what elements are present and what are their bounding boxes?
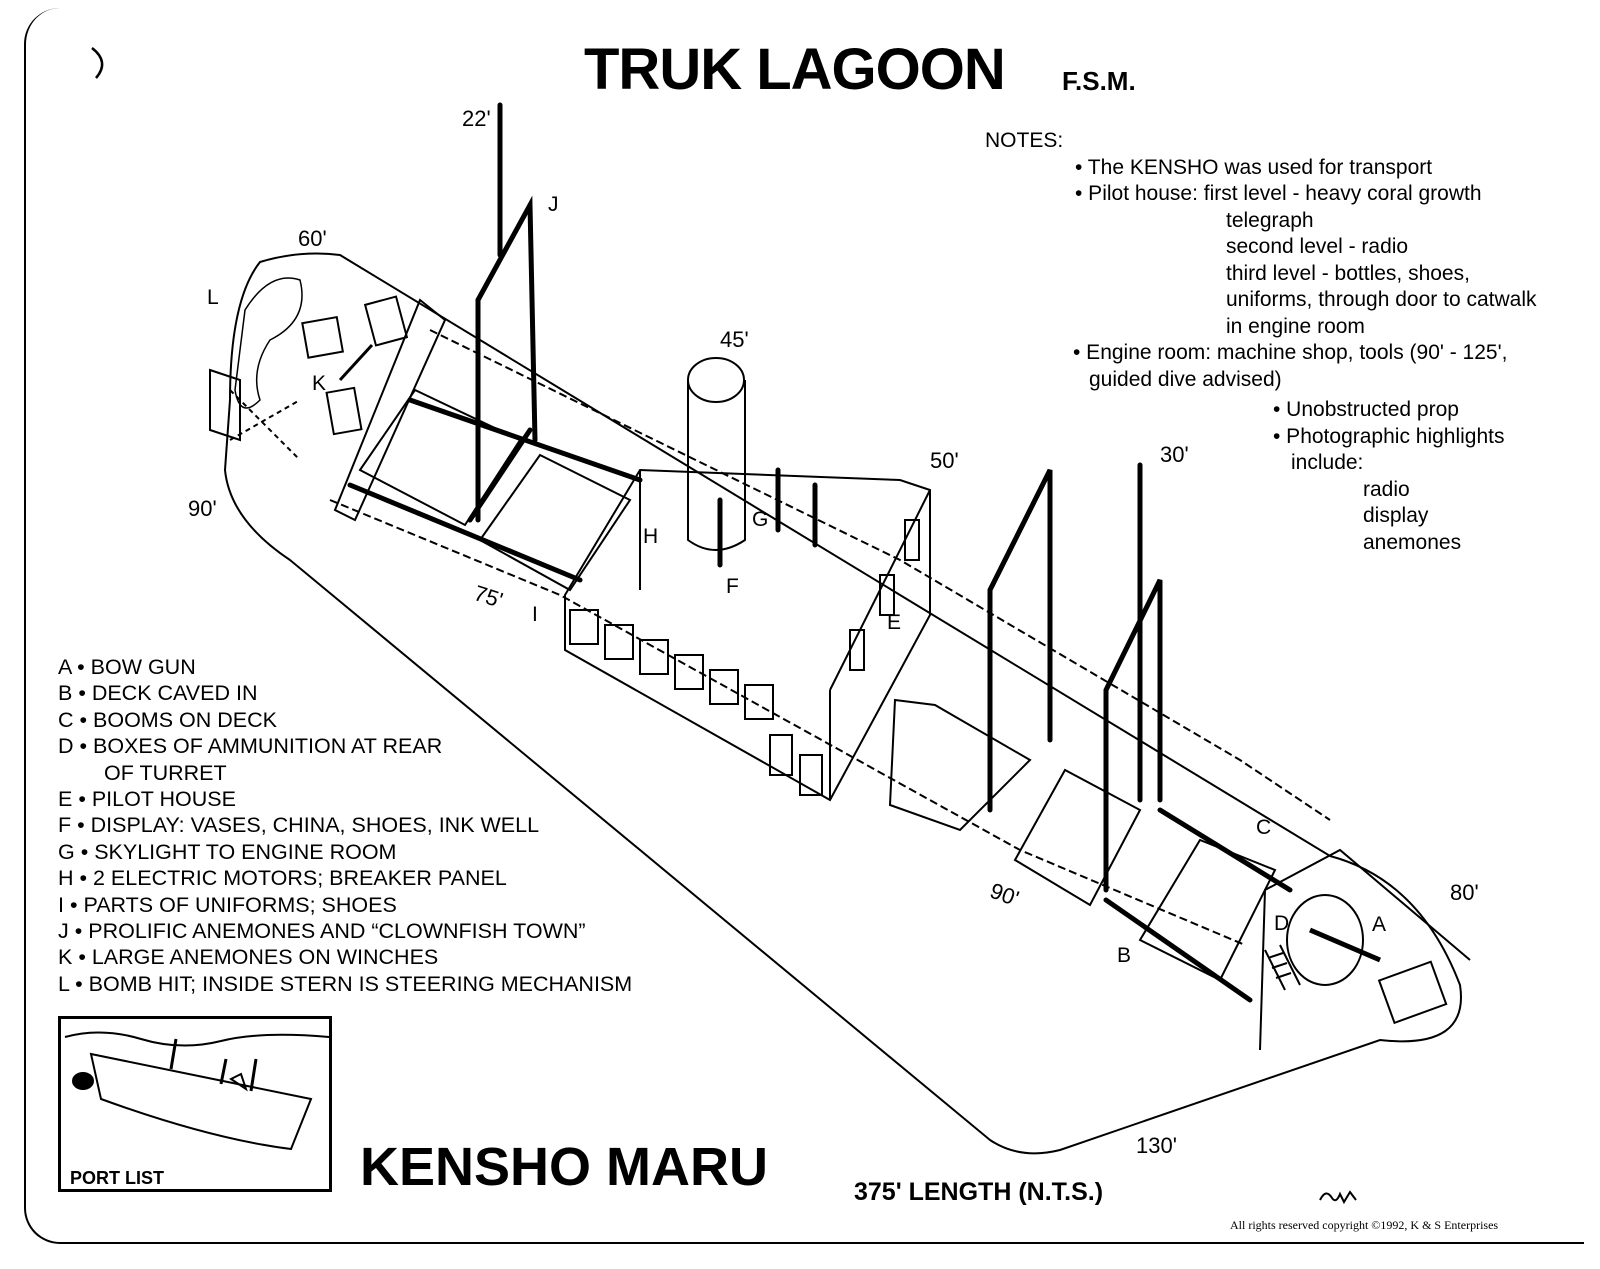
slate-card — [24, 8, 1584, 1244]
callout-letter: C — [1256, 816, 1272, 839]
note-line: • Unobstructed prop — [1273, 398, 1459, 421]
signature — [1319, 1190, 1357, 1205]
callout-letter: K — [312, 372, 327, 395]
callout-letter: G — [752, 508, 769, 531]
legend-item: L • BOMB HIT; INSIDE STERN IS STEERING M… — [58, 971, 633, 996]
depth-label: 45' — [720, 327, 749, 352]
hatch-fwd-3 — [1138, 838, 1277, 982]
bow-gun-barrel — [1309, 927, 1381, 963]
hatch-aft-2 — [478, 453, 632, 592]
skylight-posts — [717, 467, 818, 568]
depth-label: 50' — [930, 448, 959, 473]
ship-length: 375' LENGTH (N.T.S.) — [854, 1178, 1104, 1206]
winch-2 — [363, 295, 409, 347]
note-line: anemones — [1363, 530, 1462, 554]
callout-letter: H — [643, 525, 659, 548]
note-line: • Pilot house: first level - heavy coral… — [1075, 182, 1482, 205]
note-line: radio — [1363, 477, 1410, 501]
legend-item: K • LARGE ANEMONES ON WINCHES — [58, 945, 439, 970]
listing-ship-icon — [64, 1031, 330, 1151]
ammo-ladder — [1264, 944, 1301, 991]
legend-item: OF TURRET — [104, 760, 227, 785]
depth-label: 22' — [462, 106, 491, 131]
note-line: • The KENSHO was used for transport — [1075, 155, 1433, 179]
deck-edge — [329, 499, 1246, 946]
note-line: in engine room — [1226, 314, 1365, 338]
mast-fwd-frame — [1103, 578, 1163, 893]
callout-letter: L — [207, 286, 219, 309]
depth-label: 30' — [1160, 442, 1189, 467]
legend-item: A • BOW GUN — [58, 655, 196, 679]
mast-mid-frame — [987, 468, 1053, 813]
legend-block: A • BOW GUN B • DECK CAVED IN C • BOOMS … — [58, 654, 632, 997]
notes-block: NOTES: • The KENSHO was used for transpo… — [985, 128, 1537, 556]
callout-letter: B — [1117, 944, 1132, 967]
stern-deck — [333, 298, 447, 522]
page-subtitle: F.S.M. — [1062, 66, 1136, 96]
funnel — [687, 380, 746, 551]
legend-item: H • 2 ELECTRIC MOTORS; BREAKER PANEL — [58, 866, 507, 891]
callout-letter: F — [726, 575, 739, 598]
bomb-damage — [234, 277, 303, 409]
boom-fwd-1 — [1103, 897, 1253, 1003]
forecastle — [1259, 848, 1471, 1051]
note-line: uniforms, through door to catwalk — [1226, 288, 1537, 311]
note-line: second level - radio — [1226, 235, 1409, 258]
page-title: TRUK LAGOON — [584, 37, 1006, 102]
punch-hole — [91, 47, 104, 79]
callout-letter: D — [1274, 912, 1290, 935]
boom-aft-3 — [467, 427, 533, 523]
callout-letter: A — [1372, 913, 1387, 936]
hatch-fwd-2 — [1013, 768, 1142, 907]
note-line: third level - bottles, shoes, — [1226, 261, 1470, 285]
note-line: guided dive advised) — [1089, 367, 1282, 391]
depth-label: 90' — [188, 496, 217, 521]
note-line: include: — [1291, 451, 1364, 474]
bow-platform — [1377, 960, 1448, 1025]
copyright: All rights reserved copyright ©1992, K &… — [1230, 1218, 1499, 1232]
note-line: • Engine room: machine shop, tools (90' … — [1073, 341, 1508, 364]
legend-item: B • DECK CAVED IN — [58, 681, 258, 706]
note-line: • Photographic highlights — [1273, 424, 1505, 448]
port-list-label: PORT LIST — [70, 1168, 164, 1188]
boom-aft-2 — [347, 482, 583, 583]
rudder — [209, 368, 241, 442]
ship-name: KENSHO MARU — [360, 1137, 769, 1197]
legend-item: J • PROLIFIC ANEMONES AND “CLOWNFISH TOW… — [58, 919, 586, 944]
notes-heading: NOTES: — [985, 129, 1064, 152]
winch-1 — [301, 315, 345, 359]
windows — [569, 519, 920, 796]
superstructure — [564, 468, 931, 802]
callout-letter: I — [532, 603, 538, 626]
callout-letter: J — [548, 193, 559, 216]
legend-item: I • PARTS OF UNIFORMS; SHOES — [58, 892, 397, 917]
legend-item: C • BOOMS ON DECK — [58, 707, 277, 732]
depth-label: 60' — [298, 226, 327, 251]
hull-outline — [223, 252, 1462, 1155]
hatch-fwd-1 — [888, 698, 1032, 832]
depth-label: 130' — [1136, 1133, 1177, 1158]
depth-label: 80' — [1450, 880, 1479, 905]
callout-letter: E — [887, 611, 902, 634]
winch-3 — [325, 386, 363, 436]
bow-gun-turret — [1286, 894, 1364, 986]
note-line: telegraph — [1226, 208, 1314, 232]
boom-fwd-2 — [1157, 807, 1293, 893]
port-list-inset — [58, 1016, 332, 1192]
legend-item: F • DISPLAY: VASES, CHINA, SHOES, INK WE… — [58, 813, 540, 838]
legend-item: E • PILOT HOUSE — [58, 787, 236, 812]
mast-j — [475, 195, 538, 443]
note-line: display — [1363, 504, 1429, 527]
legend-item: G • SKYLIGHT TO ENGINE ROOM — [58, 839, 397, 864]
legend-item: D • BOXES OF AMMUNITION AT REAR — [58, 734, 443, 759]
